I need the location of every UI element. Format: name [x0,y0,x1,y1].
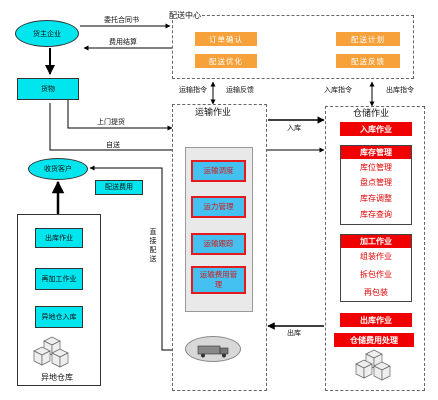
transport-item-3: 运输费用管理 [191,266,246,294]
label-transport-cmd: 运输指令 [179,86,207,94]
processing-panel: 加工作业 组装作业 拆包作业 再包装 [340,234,412,302]
edge-direct [89,165,172,351]
inventory-item-0: 库位管理 [360,163,392,172]
customer-label: 收货客户 [44,165,72,173]
processing-op: 加工作业 [341,235,411,248]
label-self-send: 自送 [106,141,120,149]
inventory-mgmt: 库存管理 [341,146,411,159]
goods-node: 货物 [17,78,79,100]
edge-pickup [67,100,173,131]
truck-icon [197,345,229,358]
label-inbound-cmd: 入库指令 [324,86,352,94]
label-inbound: 入库 [287,124,301,132]
processing-item-2: 再包装 [364,288,388,297]
customer-node: 收货客户 [28,158,88,180]
storage-fee: 仓储费用处理 [334,333,414,347]
inbound-op: 入库作业 [340,122,412,136]
truck-ellipse [185,336,241,362]
remote-item-1: 再加工作业 [35,268,83,290]
label-pickup: 上门提货 [97,118,125,126]
transport-title: 运输作业 [195,108,232,118]
processing-item-1: 拆包作业 [360,270,392,279]
warehouse-boxes-icon [355,349,391,381]
label-outbound-cmd: 出库指令 [386,86,414,94]
inventory-item-3: 库存查询 [360,210,392,219]
remote-boxes-icon [33,336,69,368]
remote-warehouse-label: 异地仓库 [41,373,73,382]
remote-item-0: 出库作业 [35,228,83,248]
label-outbound: 出库 [287,329,301,337]
center-item-2: 配送优化 [195,54,257,68]
inventory-item-2: 库存调整 [360,194,392,203]
label-direct: 直接配送 [149,228,157,263]
delivery-fee-label: 配送费用 [105,183,133,191]
distribution-center [172,15,414,79]
center-item-1: 配送计划 [336,32,400,46]
remote-item-2: 异地仓入库 [35,306,83,328]
shipper-node: 货主企业 [15,20,79,47]
warehouse-title: 仓储作业 [353,109,390,119]
processing-item-0: 组装作业 [360,252,392,261]
transport-item-0: 运输调度 [191,160,246,182]
center-item-0: 订单确认 [195,32,257,46]
goods-label: 货物 [41,84,55,93]
label-fee-settle: 费用结算 [109,38,137,46]
transport-item-2: 运输跟踪 [191,233,246,255]
distribution-center-title: 配送中心 [168,11,202,20]
label-transport-fb: 运输反馈 [226,86,254,94]
delivery-fee-node: 配送费用 [95,180,143,195]
outbound-op: 出库作业 [340,313,412,327]
label-contract: 委托合同书 [104,16,139,24]
inventory-panel: 库存管理 库位管理 盘点管理 库存调整 库存查询 [340,145,412,225]
inventory-item-1: 盘点管理 [360,178,392,187]
center-item-3: 配送反馈 [336,54,400,68]
transport-item-1: 运力管理 [191,196,246,218]
shipper-label: 货主企业 [33,29,61,38]
